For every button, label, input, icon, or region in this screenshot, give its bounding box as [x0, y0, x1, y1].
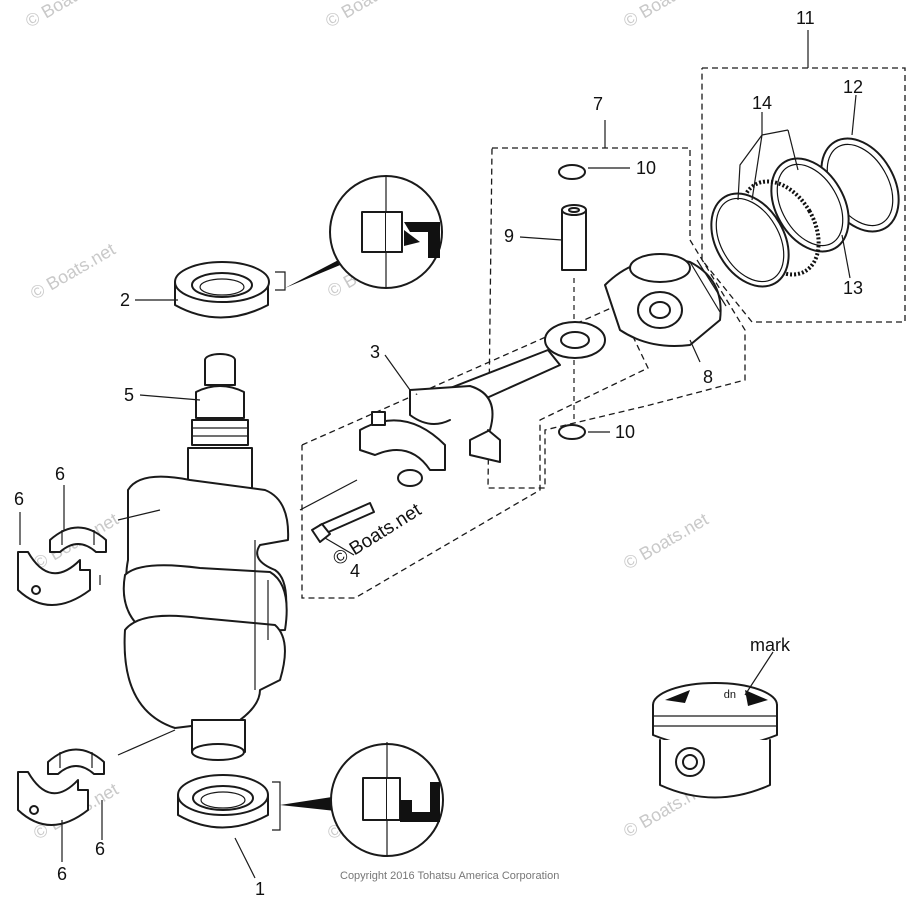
seal-detail-pointers [272, 255, 348, 831]
conrod-group-box [301, 304, 649, 599]
label-1: 1 [255, 879, 265, 899]
piston-mark-illustration: up [652, 651, 778, 799]
copyright-notice: Copyright 2016 Tohatsu America Corporati… [340, 870, 559, 882]
label-9: 9 [504, 226, 514, 246]
watermark-1: © Boats.net [22, 0, 114, 31]
seal-detail-lower [330, 742, 444, 857]
watermark-2: © Boats.net [322, 0, 414, 31]
label-10-lower: 10 [615, 422, 635, 442]
connecting-rod [359, 321, 606, 487]
label-2: 2 [120, 290, 130, 310]
seal-detail-upper [329, 175, 443, 289]
oil-seal-upper [174, 261, 270, 319]
label-5: 5 [124, 385, 134, 405]
label-11: 11 [796, 8, 815, 28]
watermark-7: © Boats.net [620, 509, 712, 573]
part-labels: 1 2 3 4 5 6 6 6 6 6 7 8 9 10 10 11 12 13… [14, 8, 863, 899]
bearing-lower-half-lower [17, 771, 89, 826]
bearing-upper-half [49, 526, 107, 553]
oil-ring-rail [710, 192, 790, 288]
piston [604, 253, 727, 347]
label-13: 13 [843, 278, 863, 298]
watermark-dark: © Boats.net [330, 499, 426, 570]
oil-seal-lower [177, 774, 269, 829]
piston-pin [561, 204, 587, 271]
crankshaft [122, 353, 290, 761]
ring-set-box [701, 67, 906, 323]
leader-lines [19, 30, 857, 879]
watermarks: © Boats.net © Boats.net © Boats.net © Bo… [22, 0, 712, 843]
label-6-c: 6 [95, 839, 105, 859]
group-boxes [301, 67, 906, 599]
label-mark: mark [750, 635, 791, 655]
piston-group-box [487, 147, 746, 489]
label-6-b: 6 [14, 489, 24, 509]
bearing-lower-half [17, 551, 91, 606]
watermark-4: © Boats.net [27, 239, 119, 303]
label-7: 7 [593, 94, 603, 114]
piston-pin-clip-lower [558, 424, 586, 440]
label-12: 12 [843, 77, 863, 97]
label-14: 14 [752, 93, 772, 113]
label-3: 3 [370, 342, 380, 362]
label-6-a: 6 [55, 464, 65, 484]
piston-ring-second [770, 157, 850, 253]
bearing-upper-half-lower [47, 748, 105, 775]
label-6-d: 6 [57, 864, 67, 884]
label-8: 8 [703, 367, 713, 387]
piston-pin-clip-upper [558, 164, 586, 180]
piston-up-mark: up [724, 689, 736, 701]
watermark-3: © Boats.net [620, 0, 712, 31]
label-4: 4 [350, 561, 360, 581]
label-10-upper: 10 [636, 158, 656, 178]
conrod-bolt [311, 502, 375, 543]
